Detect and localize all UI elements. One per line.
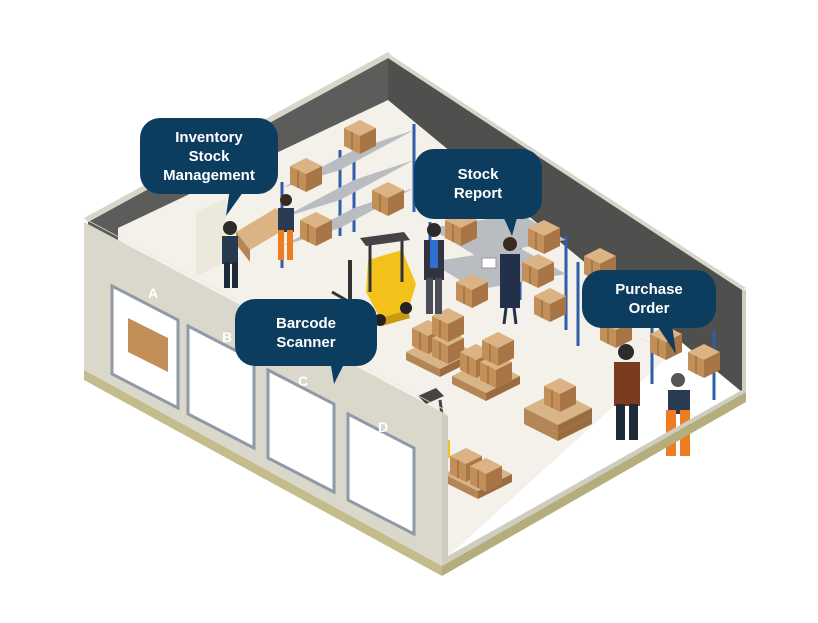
callout-barcode-label: Barcode Scanner	[275, 314, 337, 351]
door-label-a: A	[148, 285, 158, 301]
callout-purchase-order: Purchase Order	[582, 270, 716, 328]
forklift	[331, 232, 416, 326]
callout-inventory-label: Inventory Stock Management	[163, 128, 255, 184]
callout-barcode-scanner: Barcode Scanner	[235, 299, 377, 366]
workers-carrying-box	[222, 194, 294, 288]
door-label-b: B	[222, 329, 232, 345]
callout-stock-report-label: Stock Report	[453, 166, 503, 202]
callout-purchase-label: Purchase Order	[615, 281, 683, 317]
shelf-unit-back	[280, 119, 416, 268]
dock-door-a: A	[110, 283, 180, 411]
door-label-c: C	[298, 373, 308, 389]
dock-door-d: D	[346, 411, 416, 537]
manager-with-clipboard	[424, 223, 444, 314]
dock-door-c: C	[266, 367, 336, 495]
callout-inventory-stock-management: Inventory Stock Management	[140, 118, 278, 194]
staff-with-tablet	[481, 237, 520, 325]
callout-stock-report: Stock Report	[414, 149, 542, 219]
door-label-d: D	[378, 419, 388, 435]
